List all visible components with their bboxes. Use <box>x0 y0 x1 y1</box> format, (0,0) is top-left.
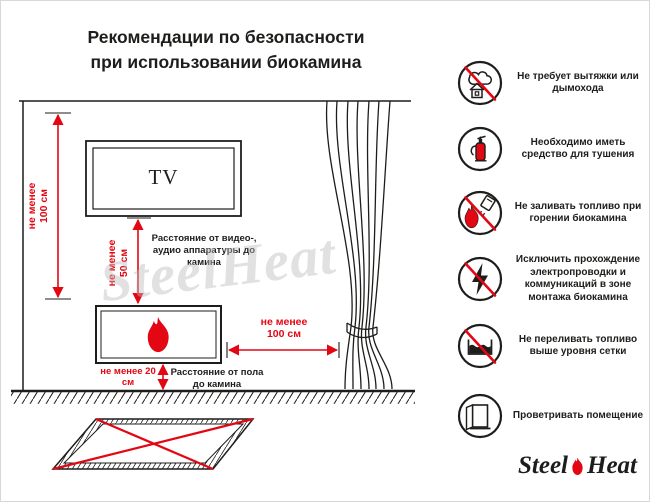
dim-left-100cm <box>45 112 71 300</box>
recommendation-item: Исключить прохождение электропроводки и … <box>457 254 645 304</box>
carpet <box>51 417 255 471</box>
no-overfill-icon <box>457 323 503 369</box>
tv-label: TV <box>148 165 179 189</box>
curtain-tie <box>346 322 378 339</box>
wall-lines <box>19 100 411 391</box>
dim-middle-label: не менее 50 см <box>106 239 131 287</box>
recommendation-text: Не требует вытяжки или дымохода <box>517 70 639 95</box>
no-refuel-while-burning-icon <box>457 190 503 236</box>
brand-logo: Steel Heat <box>518 452 637 480</box>
recommendation-item: Не переливать топливо выше уровня сетки <box>457 323 645 369</box>
curtain <box>325 100 393 390</box>
no-exhaust-icon <box>457 60 503 106</box>
dim-left-label: не менее 100 см <box>26 182 51 230</box>
recommendation-item: Не заливать топливо при горении биокамин… <box>457 190 645 236</box>
dim-middle-caption: Расстояние от видео-, аудио аппаратуры д… <box>151 233 257 268</box>
dim-right-label: не менее 100 см <box>260 316 308 341</box>
recommendation-item: Не требует вытяжки или дымохода <box>457 60 645 106</box>
logo-steel: Steel <box>518 452 568 479</box>
dim-bottom-caption: Расстояние от пола до камина <box>170 367 264 390</box>
flame-icon <box>147 316 169 353</box>
dim-middle-50cm <box>127 217 151 305</box>
logo-flame-icon <box>572 457 583 475</box>
dim-right-100cm <box>226 342 340 358</box>
recommendation-text: Исключить прохождение электропроводки и … <box>515 254 641 303</box>
recommendation-item: Проветривать помещение <box>457 393 645 439</box>
fireplace <box>95 305 222 364</box>
fire-extinguisher-icon <box>457 126 503 172</box>
dim-bottom-label: не менее 20 см <box>100 366 156 388</box>
floor-hatching <box>11 391 415 404</box>
recommendation-item: Необходимо иметь средство для тушения <box>457 126 645 172</box>
room-diagram <box>11 100 415 471</box>
no-electric-wiring-icon <box>457 256 503 302</box>
title-line-1: Рекомендации по безопасности <box>87 27 365 47</box>
ventilate-room-icon <box>457 393 503 439</box>
tv <box>85 140 242 217</box>
recommendation-text: Проветривать помещение <box>512 409 644 421</box>
logo-heat: Heat <box>587 452 637 479</box>
title-line-2: при использовании биокамина <box>90 51 362 72</box>
recommendation-text: Не переливать топливо выше уровня сетки <box>518 333 638 358</box>
recommendation-text: Не заливать топливо при горении биокамин… <box>514 200 642 225</box>
page-title: Рекомендации по безопасности при использ… <box>31 25 421 74</box>
recommendation-text: Необходимо иметь средство для тушения <box>521 136 635 161</box>
floor <box>11 389 415 404</box>
carpet-cross-icon <box>52 417 254 471</box>
